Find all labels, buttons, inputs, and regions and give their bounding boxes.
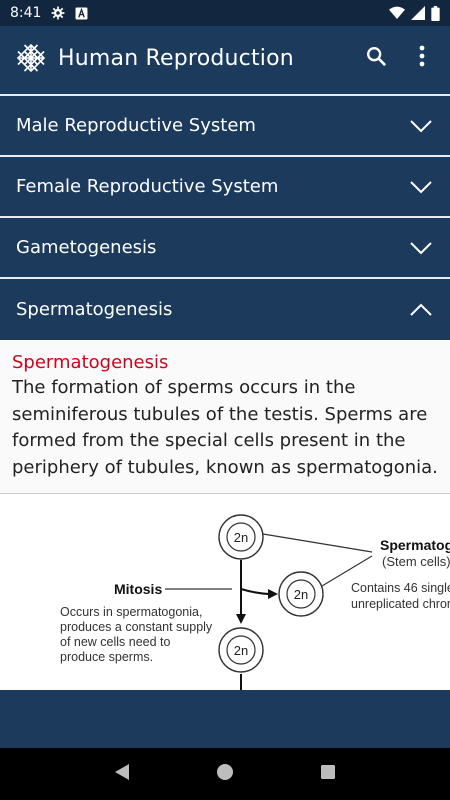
- diagram-arrow-curved: [240, 588, 273, 595]
- search-icon: [365, 45, 387, 71]
- contains-text-line: unreplicated chromosomes: [351, 597, 450, 611]
- accordion-label: Gametogenesis: [16, 237, 157, 258]
- diagram-cell-top: 2n: [218, 514, 264, 560]
- main-content[interactable]: Male Reproductive System Female Reproduc…: [0, 90, 450, 694]
- diagram-cell-lower: 2n: [218, 627, 264, 673]
- accordion-item-male-reproductive-system[interactable]: Male Reproductive System: [0, 96, 450, 157]
- accordion-label: Male Reproductive System: [16, 115, 256, 136]
- system-nav-bar: [0, 748, 450, 800]
- more-vert-icon: [419, 45, 425, 71]
- panel-text-block: Spermatogenesis The formation of sperms …: [0, 340, 450, 494]
- bottom-band: [0, 694, 450, 748]
- accordion-label: Female Reproductive System: [16, 176, 279, 197]
- accordion-item-female-reproductive-system[interactable]: Female Reproductive System: [0, 157, 450, 218]
- home-circle-icon: [216, 763, 234, 785]
- diagram-cell-right: 2n: [278, 571, 324, 617]
- chevron-down-icon: [408, 113, 434, 139]
- diagram-line-spermatogonia: [321, 555, 373, 587]
- accordion-label: Spermatogenesis: [16, 299, 173, 320]
- battery-icon: [431, 5, 440, 21]
- cell-label: 2n: [294, 587, 308, 602]
- diagram-line-spermatogonia: [262, 533, 373, 553]
- cell-signal-icon: [411, 6, 425, 20]
- settings-gear-icon: [51, 6, 65, 20]
- mitosis-text-line: produce sperms.: [60, 650, 153, 664]
- status-bar: 8:41: [0, 0, 450, 26]
- wifi-icon: [389, 6, 405, 20]
- mitosis-title: Mitosis: [114, 581, 162, 597]
- app-logo-icon: [14, 41, 48, 75]
- app-bar: Human Reproduction: [0, 26, 450, 90]
- panel-body: The formation of sperms occurs in the se…: [12, 377, 438, 478]
- back-triangle-icon: [114, 763, 130, 785]
- mitosis-text-line: of new cells need to: [60, 635, 171, 649]
- recents-square-icon: [320, 764, 336, 784]
- spermatogonia-subtitle: (Stem cells): [382, 554, 450, 569]
- mitosis-text-line: Occurs in spermatogonia,: [60, 605, 202, 619]
- panel-heading: Spermatogenesis: [12, 352, 169, 373]
- chevron-down-icon: [408, 174, 434, 200]
- status-time: 8:41: [10, 5, 42, 21]
- spermatogonia-title: Spermatogonia: [380, 537, 450, 553]
- diagram-arrowhead: [268, 589, 278, 599]
- notification-a-icon: [75, 7, 88, 20]
- nav-recents-button[interactable]: [313, 759, 343, 789]
- page-title: Human Reproduction: [58, 45, 294, 71]
- cell-label: 2n: [234, 530, 248, 545]
- list-top-divider: [0, 90, 450, 96]
- cell-label: 2n: [234, 643, 248, 658]
- mitosis-text-line: produces a constant supply: [60, 620, 213, 634]
- search-button[interactable]: [362, 44, 390, 72]
- chevron-down-icon: [408, 235, 434, 261]
- spermatogenesis-diagram: 2n 2n 2n: [0, 494, 450, 690]
- nav-back-button[interactable]: [107, 759, 137, 789]
- diagram-arrowhead: [236, 614, 246, 624]
- overflow-menu-button[interactable]: [408, 44, 436, 72]
- contains-text-line: Contains 46 single: [351, 581, 450, 595]
- accordion-item-spermatogenesis[interactable]: Spermatogenesis: [0, 279, 450, 340]
- nav-home-button[interactable]: [210, 759, 240, 789]
- chevron-up-icon: [408, 297, 434, 323]
- accordion-item-gametogenesis[interactable]: Gametogenesis: [0, 218, 450, 279]
- spermatogenesis-panel: Spermatogenesis The formation of sperms …: [0, 340, 450, 690]
